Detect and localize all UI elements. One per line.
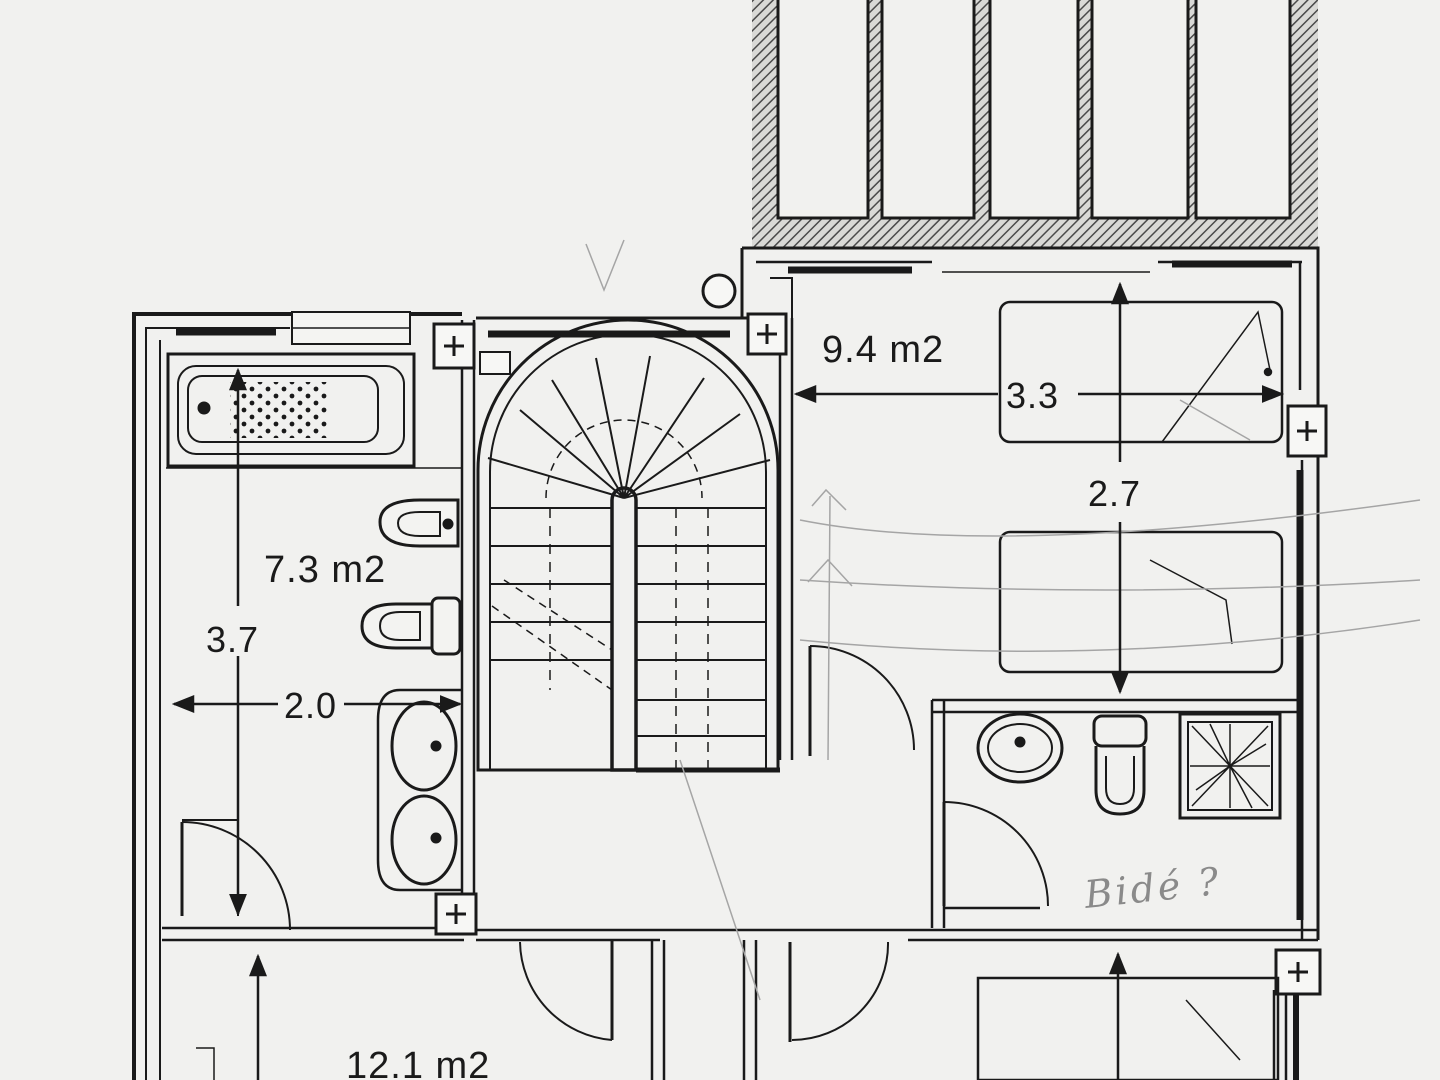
staircase (476, 318, 780, 773)
bidet (378, 498, 460, 548)
double-sink (376, 688, 462, 892)
lower-doors (196, 940, 1280, 1080)
columns (432, 273, 1328, 996)
bathroom-length-label: 3.7 (206, 619, 259, 660)
bedroom-area-label: 9.4 m2 (822, 329, 944, 371)
walls (132, 246, 1320, 1080)
bathroom-door (180, 819, 291, 931)
pencil-marks (585, 239, 1421, 1001)
pencil-note: Bidé ? (1081, 859, 1223, 917)
bathroom-width-label: 2.0 (284, 685, 337, 726)
bedroom-length-label: 2.7 (1088, 473, 1141, 514)
bedroom-door (808, 645, 915, 756)
toilet-left (360, 596, 462, 656)
bedroom-width-label: 3.3 (1006, 375, 1059, 416)
terrace-railing (752, 0, 1318, 248)
toilet-ensuite (1092, 714, 1148, 816)
label-bg (262, 548, 432, 590)
sink-ensuite (976, 712, 1064, 784)
shower-tray (1178, 712, 1282, 820)
dimension-lines (174, 284, 1282, 1080)
ensuite-door (942, 801, 1049, 907)
bathroom-area-label: 7.3 m2 (264, 549, 386, 591)
bathtub (166, 352, 416, 468)
lower-bedroom-area-label: 12.1 m2 (346, 1045, 490, 1080)
bed-upper (998, 300, 1284, 444)
